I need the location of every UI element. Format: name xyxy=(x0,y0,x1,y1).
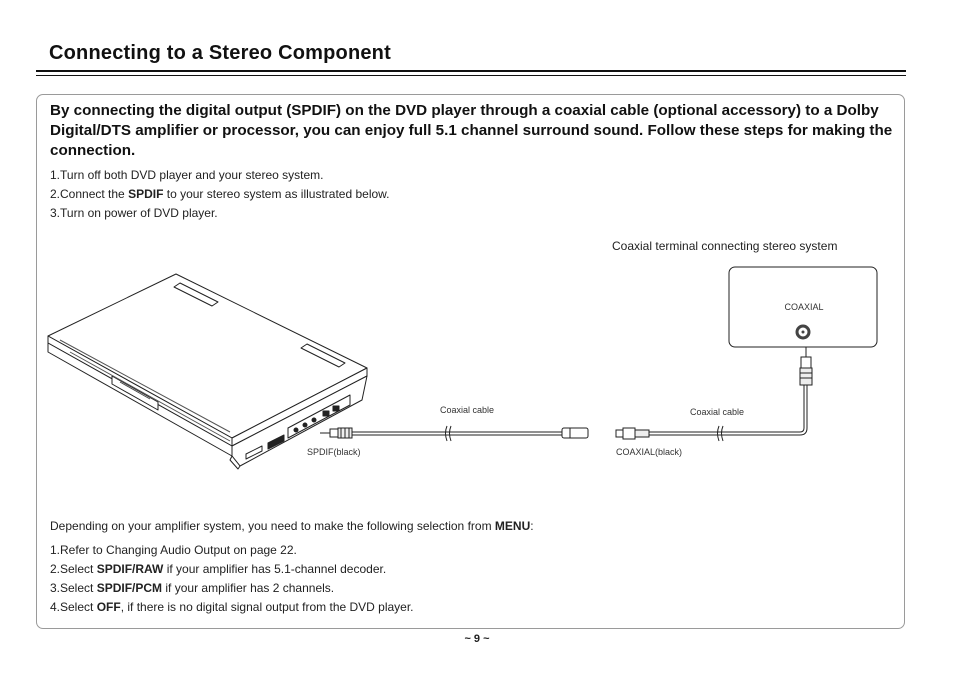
selection-3-bold: SPDIF/PCM xyxy=(96,581,163,595)
stereo-system-box xyxy=(728,266,878,348)
menu-note-text: Depending on your amplifier system, you … xyxy=(50,519,495,533)
page-title: Connecting to a Stereo Component xyxy=(49,42,391,64)
title-rule-thick xyxy=(36,70,906,72)
plug-label-spdif: SPDIF(black) xyxy=(307,447,361,457)
selection-3-text: 3.Select xyxy=(50,581,97,595)
selection-3: 3.Select SPDIF/PCM if your amplifier has… xyxy=(50,579,414,598)
step-2-text-end: to your stereo system as illustrated bel… xyxy=(163,187,390,201)
cable-label-right: Coaxial cable xyxy=(690,407,744,417)
coaxial-cable-right xyxy=(615,345,813,442)
selection-3-text-end: if your amplifier has 2 channels. xyxy=(162,581,335,595)
step-3: 3.Turn on power of DVD player. xyxy=(50,206,218,220)
diagram-caption: Coaxial terminal connecting stereo syste… xyxy=(612,239,838,253)
selection-2: 2.Select SPDIF/RAW if your amplifier has… xyxy=(50,560,414,579)
coaxial-cable-left xyxy=(320,425,589,442)
menu-selections: 1.Refer to Changing Audio Output on page… xyxy=(50,541,414,617)
selection-2-text-end: if your amplifier has 5.1-channel decode… xyxy=(163,562,387,576)
menu-note-colon: : xyxy=(530,519,534,533)
title-rule-thin xyxy=(36,75,906,76)
cable-label-left: Coaxial cable xyxy=(440,405,494,415)
selection-2-text: 2.Select xyxy=(50,562,97,576)
content-panel xyxy=(36,94,905,629)
selection-4: 4.Select OFF, if there is no digital sig… xyxy=(50,598,414,617)
connection-steps: 1.Turn off both DVD player and your ster… xyxy=(50,166,390,223)
selection-4-text: 4.Select xyxy=(50,600,97,614)
intro-paragraph: By connecting the digital output (SPDIF)… xyxy=(50,102,893,159)
page-number: ~ 9 ~ xyxy=(464,633,490,645)
plug-label-coaxial: COAXIAL(black) xyxy=(616,447,682,457)
step-2-text: 2.Connect the xyxy=(50,187,129,201)
menu-note-bold: MENU xyxy=(494,519,531,533)
step-2: 2.Connect the SPDIF to your stereo syste… xyxy=(50,185,390,204)
menu-note: Depending on your amplifier system, you … xyxy=(50,519,534,533)
step-2-bold: SPDIF xyxy=(128,187,164,201)
stereo-coaxial-label: COAXIAL xyxy=(784,302,823,312)
selection-2-bold: SPDIF/RAW xyxy=(96,562,164,576)
selection-1: 1.Refer to Changing Audio Output on page… xyxy=(50,543,297,557)
selection-4-text-end: , if there is no digital signal output f… xyxy=(120,600,414,614)
selection-4-bold: OFF xyxy=(96,600,121,614)
dvd-player-illustration xyxy=(47,273,368,470)
step-1: 1.Turn off both DVD player and your ster… xyxy=(50,168,324,182)
